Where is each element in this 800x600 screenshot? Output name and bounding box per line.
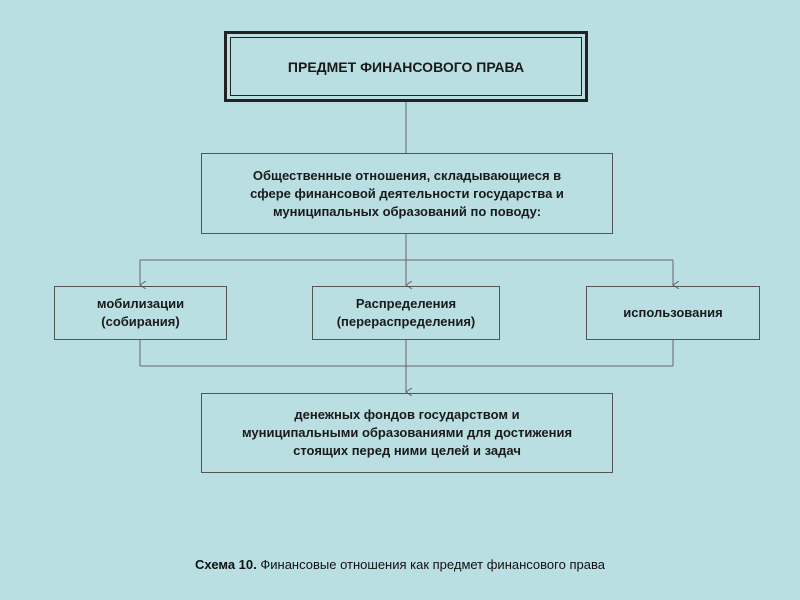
distribution-box: Распределения (перераспределения) bbox=[312, 286, 500, 340]
funds-text: денежных фондов государством и муниципал… bbox=[241, 407, 573, 458]
title-text: ПРЕДМЕТ ФИНАНСОВОГО ПРАВА bbox=[287, 58, 525, 75]
title-box: ПРЕДМЕТ ФИНАНСОВОГО ПРАВА bbox=[224, 31, 588, 102]
usage-box: использования bbox=[586, 286, 760, 340]
mobilization-text: мобилизации (собирания) bbox=[96, 296, 185, 329]
distribution-text: Распределения (перераспределения) bbox=[336, 296, 476, 329]
caption-text: Финансовые отношения как предмет финансо… bbox=[256, 557, 605, 572]
usage-text: использования bbox=[623, 305, 723, 320]
relations-text: Общественные отношения, складывающиеся в… bbox=[250, 167, 564, 219]
mobilization-box: мобилизации (собирания) bbox=[54, 286, 227, 340]
caption: Схема 10. Финансовые отношения как предм… bbox=[0, 557, 800, 572]
relations-box: Общественные отношения, складывающиеся в… bbox=[201, 153, 613, 234]
caption-label: Схема 10. bbox=[195, 557, 257, 572]
funds-box: денежных фондов государством и муниципал… bbox=[201, 393, 613, 473]
